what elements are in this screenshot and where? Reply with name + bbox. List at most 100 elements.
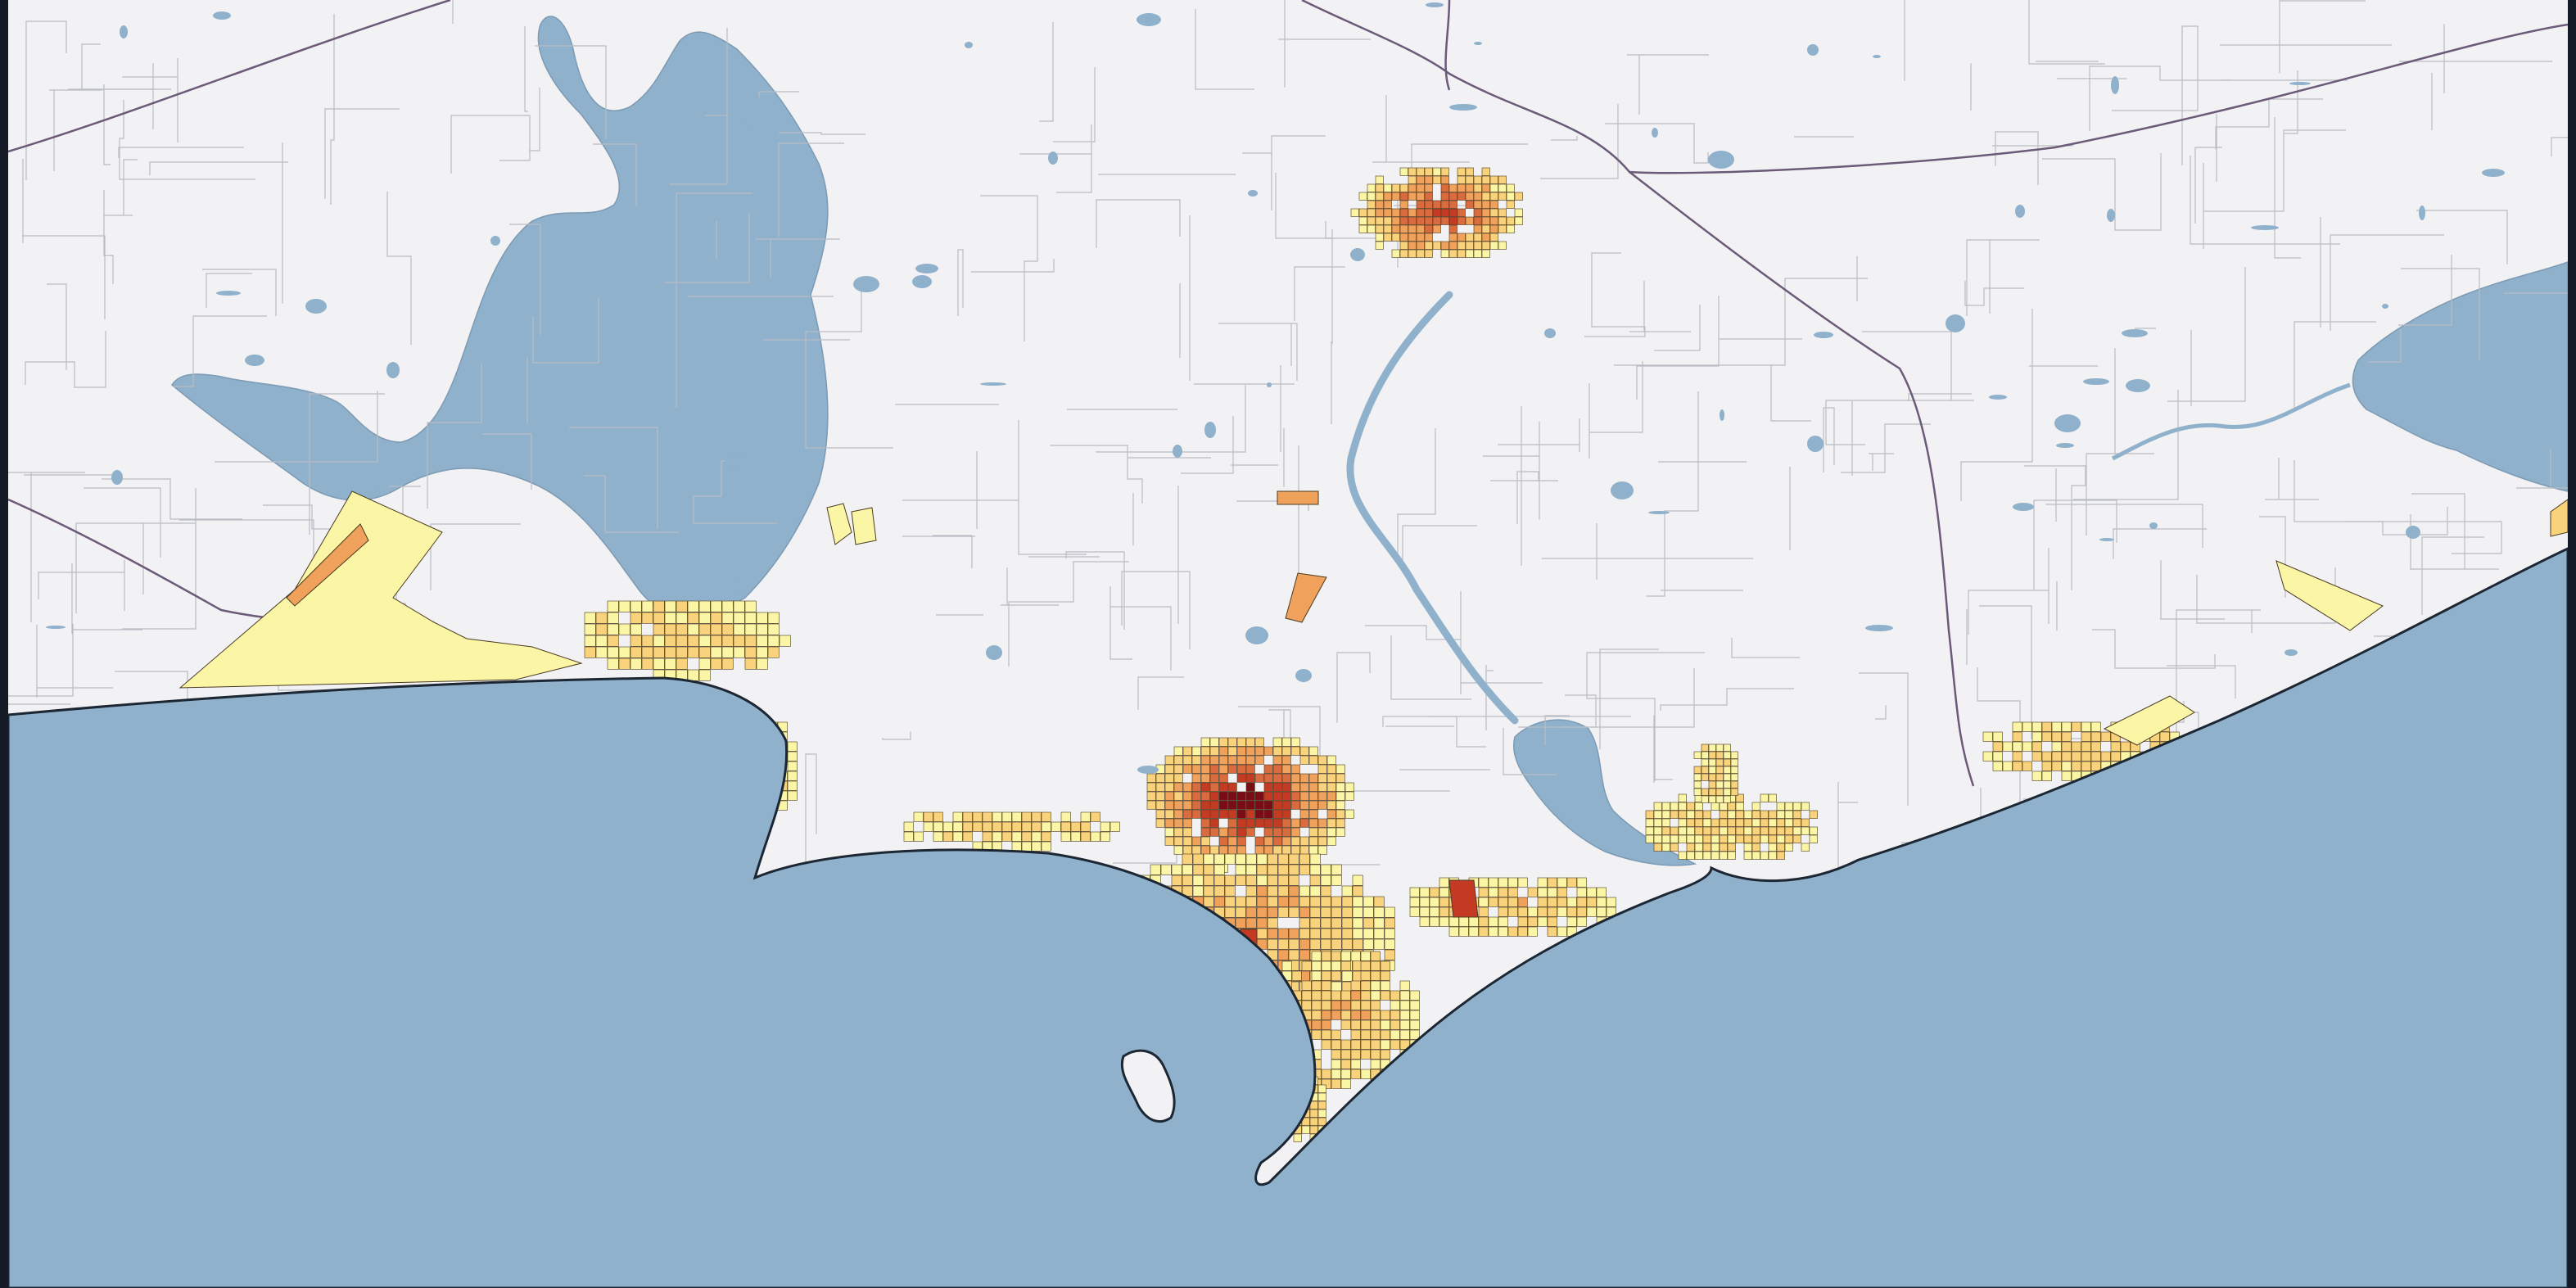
road-segment <box>2113 528 2207 559</box>
parcel <box>1711 851 1720 860</box>
parcel <box>2110 751 2121 762</box>
parcel <box>1227 764 1237 774</box>
parcel <box>767 635 780 647</box>
parcel <box>1245 737 1255 747</box>
parcel <box>1272 827 1282 837</box>
road-segment <box>179 519 314 590</box>
parcel <box>1424 192 1433 201</box>
parcel <box>1743 818 1752 827</box>
parcel <box>1481 241 1490 250</box>
parcel <box>1224 896 1236 907</box>
parcel <box>1218 845 1228 855</box>
parcel <box>1424 224 1433 233</box>
parcel <box>2100 751 2111 762</box>
road-segment <box>84 487 161 558</box>
parcel <box>1267 917 1278 929</box>
parcel <box>787 771 798 781</box>
parcel <box>1409 1010 1420 1020</box>
parcel <box>1236 773 1246 783</box>
parcel <box>1281 755 1291 765</box>
parcel <box>1288 928 1299 939</box>
parcel-polygon <box>286 523 369 607</box>
parcel <box>1173 755 1183 765</box>
road-segment <box>1181 416 1234 474</box>
parcel <box>1489 175 1498 184</box>
parcel <box>1498 216 1507 225</box>
parcel <box>1694 818 1703 827</box>
parcel <box>1645 818 1654 827</box>
parcel <box>1465 249 1474 258</box>
parcel <box>1367 224 1376 233</box>
parcel <box>1440 208 1449 217</box>
parcel <box>1784 826 1793 835</box>
pond <box>245 355 264 366</box>
parcel <box>1708 780 1716 789</box>
parcel <box>1693 766 1702 774</box>
parcel <box>1735 793 1744 802</box>
parcel <box>1723 795 1731 803</box>
parcel <box>1331 1000 1341 1010</box>
parcel <box>1408 175 1417 184</box>
parcel <box>1992 751 2003 762</box>
parcel <box>1317 1092 1326 1101</box>
parcel <box>1514 192 1523 201</box>
parcel <box>1429 906 1439 917</box>
parcel <box>1164 764 1174 774</box>
parcel <box>1776 802 1785 811</box>
parcel <box>1256 885 1268 897</box>
road-segment <box>1869 453 1894 471</box>
parcel <box>1489 208 1498 217</box>
parcel <box>1468 926 1479 937</box>
parcel <box>1326 818 1336 828</box>
map-canvas[interactable] <box>8 0 2568 1288</box>
parcel <box>1164 755 1174 765</box>
road-segment <box>1483 422 1540 520</box>
lake <box>171 16 829 617</box>
parcel <box>1809 826 1818 835</box>
parcel <box>1370 970 1381 981</box>
pond <box>986 645 1002 660</box>
parcel <box>1309 906 1321 918</box>
road-segment <box>1039 22 1054 122</box>
parcel <box>1267 885 1278 897</box>
parcel <box>1809 834 1818 843</box>
parcel <box>1432 224 1441 233</box>
parcel <box>1263 791 1273 801</box>
parcel <box>1498 192 1507 201</box>
parcel <box>1730 788 1738 796</box>
parcel <box>1390 1019 1400 1030</box>
parcel-polygon <box>826 503 852 545</box>
parcel <box>1001 831 1012 842</box>
parcel <box>1200 737 1210 747</box>
boundary-line <box>1444 0 1451 91</box>
parcel <box>1678 818 1687 827</box>
parcel <box>1309 885 1321 897</box>
parcel <box>933 831 943 842</box>
parcel <box>1448 249 1457 258</box>
road-segment <box>1065 551 1125 630</box>
parcel <box>1424 241 1433 250</box>
parcel <box>1041 821 1051 832</box>
parcel <box>1360 951 1371 961</box>
parcel <box>1408 167 1417 176</box>
parcel <box>767 623 780 635</box>
road-segment <box>593 143 637 206</box>
road-segment <box>1498 418 1580 452</box>
parcel <box>1288 885 1299 897</box>
parcel <box>1723 773 1731 781</box>
parcel <box>787 761 798 771</box>
road-segment <box>330 14 335 205</box>
parcel <box>1809 810 1818 819</box>
parcel <box>595 612 608 624</box>
parcel <box>1350 990 1361 1001</box>
parcel <box>1263 746 1273 756</box>
parcel <box>1341 970 1353 982</box>
parcel <box>1768 793 1777 802</box>
parcel <box>653 600 665 612</box>
pond <box>2251 225 2279 230</box>
parcel <box>1457 208 1466 217</box>
parcel <box>1203 896 1214 907</box>
parcel <box>1224 874 1236 886</box>
road-segment <box>1770 364 1811 422</box>
parcel <box>1481 175 1490 184</box>
